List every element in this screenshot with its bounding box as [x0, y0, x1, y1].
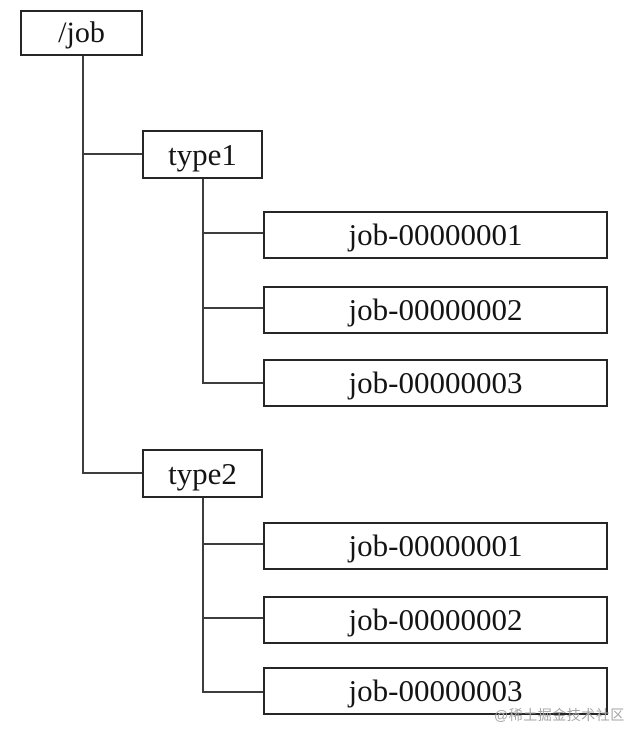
node-label: job-00000001 — [348, 528, 523, 563]
connector-type2-to-job1 — [204, 543, 263, 545]
connector-type2-to-job3 — [204, 691, 263, 693]
node-type2-job-1: job-00000001 — [263, 522, 608, 570]
connector-type1-to-job1 — [204, 232, 263, 234]
node-label: job-00000003 — [348, 673, 523, 708]
node-label: job-00000001 — [348, 217, 523, 252]
node-type1-label: type1 — [168, 136, 237, 172]
node-type1: type1 — [142, 130, 263, 179]
connector-type2-trunk — [202, 498, 204, 693]
connector-type1-to-job3 — [204, 382, 263, 384]
node-type2-label: type2 — [168, 455, 237, 491]
node-type1-job-3: job-00000003 — [263, 359, 608, 407]
node-label: job-00000002 — [348, 292, 523, 327]
connector-type2-to-job2 — [204, 617, 263, 619]
node-label: job-00000003 — [348, 365, 523, 400]
node-type2-job-3: job-00000003 — [263, 667, 608, 715]
connector-root-to-type2 — [84, 472, 142, 474]
node-type2-job-2: job-00000002 — [263, 596, 608, 644]
connector-root-trunk — [82, 56, 84, 474]
node-root-label: /job — [58, 16, 105, 49]
node-root: /job — [20, 10, 143, 56]
node-label: job-00000002 — [348, 602, 523, 637]
connector-root-to-type1 — [84, 153, 142, 155]
connector-type1-trunk — [202, 179, 204, 384]
node-type1-job-2: job-00000002 — [263, 286, 608, 334]
connector-type1-to-job2 — [204, 307, 263, 309]
watermark: @稀土掘金技术社区 — [494, 707, 625, 723]
node-type2: type2 — [142, 449, 263, 498]
node-type1-job-1: job-00000001 — [263, 211, 608, 259]
